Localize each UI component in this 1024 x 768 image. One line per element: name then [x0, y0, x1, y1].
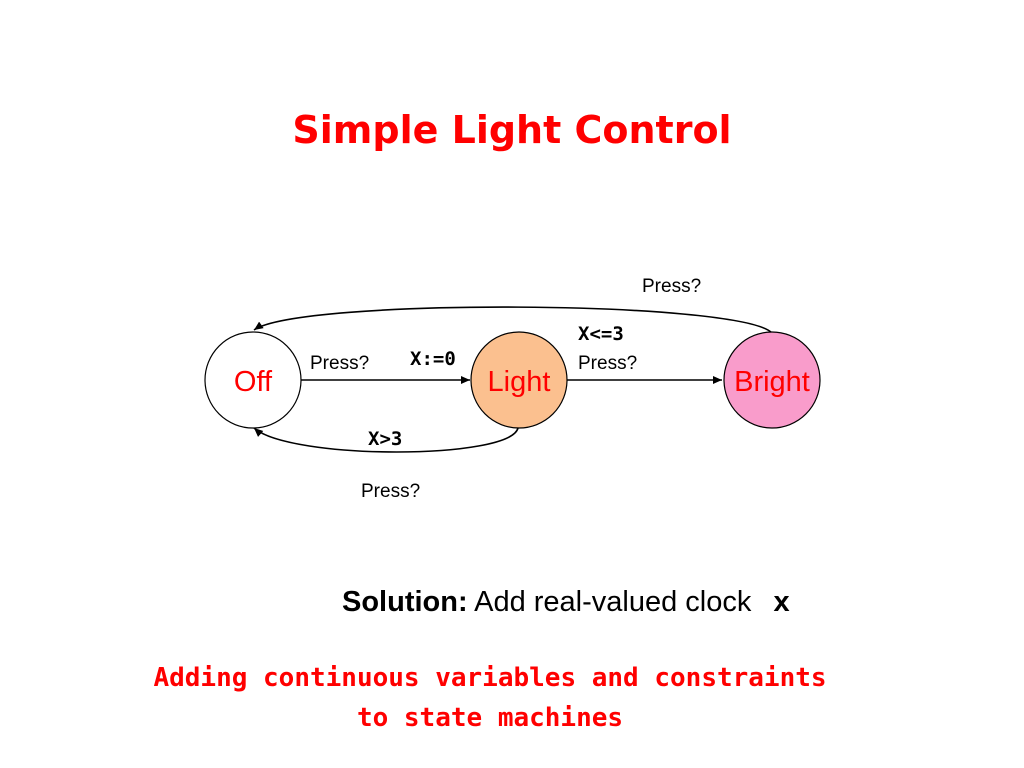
state-light-circle [470, 331, 568, 429]
state-bright: Bright [723, 331, 821, 429]
slide-title: Simple Light Control [292, 108, 732, 152]
solution-lead: Solution: [342, 586, 468, 618]
footer-note: Adding continuous variables and constrai… [0, 658, 980, 738]
off-to-light-update-label: X:=0 [410, 348, 456, 370]
transition-bright-to-off [253, 306, 773, 334]
solution-statement: Solution: Add real-valued clock x [342, 586, 790, 619]
solution-variable: x [773, 586, 790, 618]
solution-text: Add real-valued clock [474, 586, 752, 618]
state-bright-circle [723, 331, 821, 429]
state-light: Light [470, 331, 568, 429]
bright-to-off-event-label: Press? [642, 276, 701, 297]
transition-light-to-off [253, 427, 519, 453]
state-off: Off [204, 331, 302, 429]
light-to-bright-event-label: Press? [578, 353, 637, 374]
light-to-bright-guard-label: X<=3 [578, 323, 624, 345]
footer-line-1: Adding continuous variables and constrai… [153, 663, 827, 693]
state-light-label: Light [488, 366, 551, 398]
footer-line-2: to state machines [356, 703, 624, 733]
state-off-label: Off [234, 366, 273, 398]
state-off-circle [204, 331, 302, 429]
light-to-off-guard-label: X>3 [368, 428, 402, 450]
off-to-light-event-label: Press? [310, 353, 369, 374]
light-to-off-event-label: Press? [361, 481, 420, 502]
state-bright-label: Bright [734, 366, 810, 398]
